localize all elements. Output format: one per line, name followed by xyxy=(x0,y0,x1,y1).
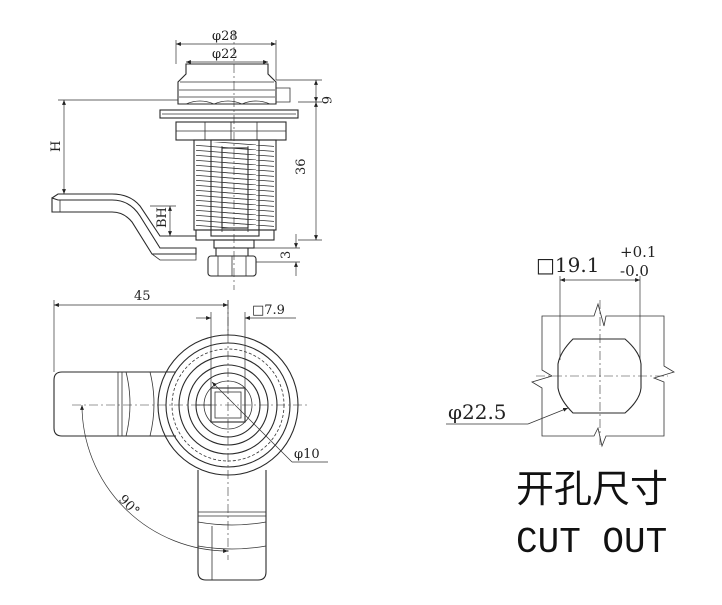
cutout-title-en: CUT OUT xyxy=(516,522,667,563)
dim-shaft-dia: φ10 xyxy=(294,447,320,462)
dim-cutout-dia: φ22.5 xyxy=(448,400,507,424)
dim-inner-dia: φ22 xyxy=(212,47,238,62)
dim-cap-height: 6 xyxy=(318,96,333,104)
dim-square-drive: □7.9 xyxy=(252,303,285,318)
side-view: φ28 φ22 6 36 H BH 3 xyxy=(49,29,333,290)
cutout-title-cn: 开孔尺寸 xyxy=(516,467,668,511)
dim-body-height: 36 xyxy=(294,158,309,175)
dim-rotation: 90° xyxy=(115,492,142,519)
tol-upper: +0.1 xyxy=(620,243,656,261)
dim-bh: BH xyxy=(155,207,170,228)
cutout-view: □19.1 +0.1 -0.0 φ22.5 开孔尺寸 CUT OUT xyxy=(446,243,675,563)
front-view: 45 □7.9 φ10 90° xyxy=(53,289,328,581)
dim-outer-dia: φ28 xyxy=(212,29,238,44)
dim-cutout-square: □19.1 xyxy=(536,253,599,277)
dim-nut: 3 xyxy=(279,251,294,259)
dim-cam-length: 45 xyxy=(134,289,151,304)
dim-h: H xyxy=(49,141,64,152)
tol-lower: -0.0 xyxy=(620,262,649,280)
